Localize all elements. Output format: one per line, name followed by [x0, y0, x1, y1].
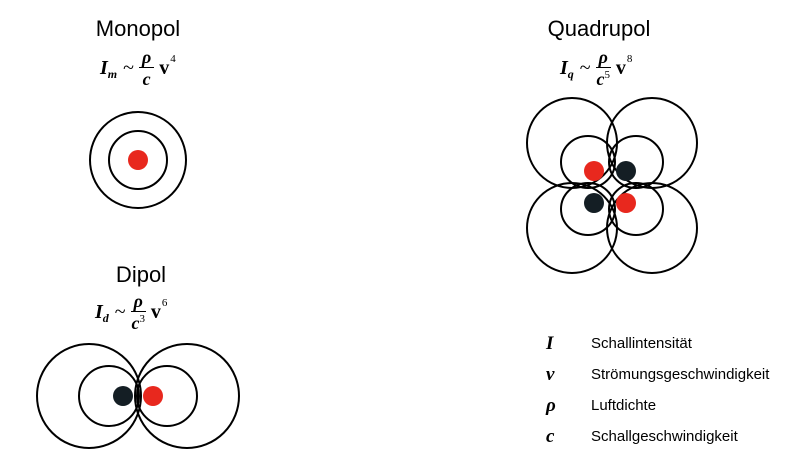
legend-row-intensity: I Schallintensität [546, 328, 769, 359]
quadrupol-formula-fraction: ρ c5 [595, 48, 611, 89]
dipol-formula-variable: v [150, 300, 161, 323]
monopol-outer-circle [89, 111, 187, 209]
legend-label-density: Luftdichte [591, 397, 657, 414]
quadrupol-source-dark-bl [584, 193, 604, 213]
quadrupol-formula-tilde: ~ [579, 56, 591, 79]
quadrupol-outer-lobe-bl [526, 182, 618, 274]
dipol-title: Dipol [115, 262, 167, 287]
monopol-formula: I m ~ ρ c v 4 [100, 48, 176, 88]
quadrupol-source-dark-tr [616, 161, 636, 181]
legend-symbol-sound-speed: c [546, 425, 555, 447]
legend-symbol-density: ρ [546, 394, 556, 416]
quadrupol-formula: I q ~ ρ c5 v 8 [560, 48, 632, 88]
quadrupol-formula-symbol: I [560, 56, 568, 79]
quadrupol-title: Quadrupol [547, 16, 651, 41]
monopol-formula-variable-power: 4 [170, 53, 176, 65]
dipol-pattern [36, 343, 240, 449]
monopol-formula-denominator: c [143, 68, 151, 88]
dipol-left-inner-lobe [78, 365, 140, 427]
dipol-formula-subscript: d [102, 310, 109, 325]
dipol-formula-denominator: c3 [131, 312, 146, 333]
monopol-formula-fraction: ρ c [138, 48, 155, 88]
dipol-formula-tilde: ~ [114, 300, 126, 323]
monopol-source-red [128, 150, 148, 170]
monopol-inner-circle [108, 130, 168, 190]
quadrupol-formula-denominator-power: 5 [604, 69, 611, 81]
quadrupol-outer-lobe-tl [526, 97, 618, 189]
monopol-formula-denominator-base: c [142, 69, 151, 89]
quadrupol-pattern [526, 97, 698, 274]
legend-label-intensity: Schallintensität [591, 335, 692, 352]
dipol-formula: I d ~ ρ c3 v 6 [95, 292, 167, 332]
dipol-formula-fraction: ρ c3 [130, 292, 146, 333]
dipol-formula-symbol: I [95, 300, 103, 323]
dipol-formula-denominator-power: 3 [139, 313, 146, 325]
quadrupol-source-red-br [616, 193, 636, 213]
monopol-pattern [89, 111, 187, 209]
quadrupol-formula-denominator: c5 [596, 68, 611, 89]
monopol-formula-symbol: I [100, 56, 108, 79]
quadrupol-inner-lobe-br [608, 182, 664, 236]
quadrupol-formula-variable-power: 8 [626, 53, 633, 65]
quadrupol-formula-denominator-base: c [596, 69, 605, 89]
monopol-formula-numerator: ρ [138, 48, 155, 68]
legend-row-velocity: v Strömungsgeschwindigkeit [546, 359, 769, 390]
quadrupol-inner-lobe-tr [608, 135, 664, 189]
dipol-source-dark [113, 386, 133, 406]
dipol-formula-variable-power: 6 [161, 297, 168, 309]
quadrupol-inner-lobe-bl [560, 182, 616, 236]
quadrupol-formula-variable: v [615, 56, 626, 79]
monopol-formula-subscript: m [107, 66, 118, 81]
monopol-formula-variable: v [159, 56, 170, 79]
quadrupol-formula-numerator: ρ [595, 48, 611, 68]
legend-label-velocity: Strömungsgeschwindigkeit [591, 366, 770, 383]
quadrupol-formula-subscript: q [567, 66, 574, 81]
dipol-right-outer-lobe [134, 343, 240, 449]
quadrupol-source-red-tl [584, 161, 604, 181]
legend-row-sound-speed: c Schallgeschwindigkeit [546, 421, 769, 452]
quadrupol-inner-lobe-tl [560, 135, 616, 189]
legend-label-sound-speed: Schallgeschwindigkeit [591, 428, 738, 445]
dipol-right-inner-lobe [136, 365, 198, 427]
legend: I Schallintensität v Strömungsgeschwindi… [546, 328, 769, 452]
dipol-formula-denominator-base: c [131, 313, 140, 333]
dipol-source-red [143, 386, 163, 406]
legend-symbol-velocity: v [546, 363, 555, 385]
legend-row-density: ρ Luftdichte [546, 390, 769, 421]
monopol-formula-tilde: ~ [123, 56, 134, 79]
dipol-formula-numerator: ρ [130, 292, 146, 312]
legend-symbol-intensity: I [546, 332, 554, 354]
dipol-left-outer-lobe [36, 343, 142, 449]
monopol-title: Monopol [95, 16, 181, 41]
